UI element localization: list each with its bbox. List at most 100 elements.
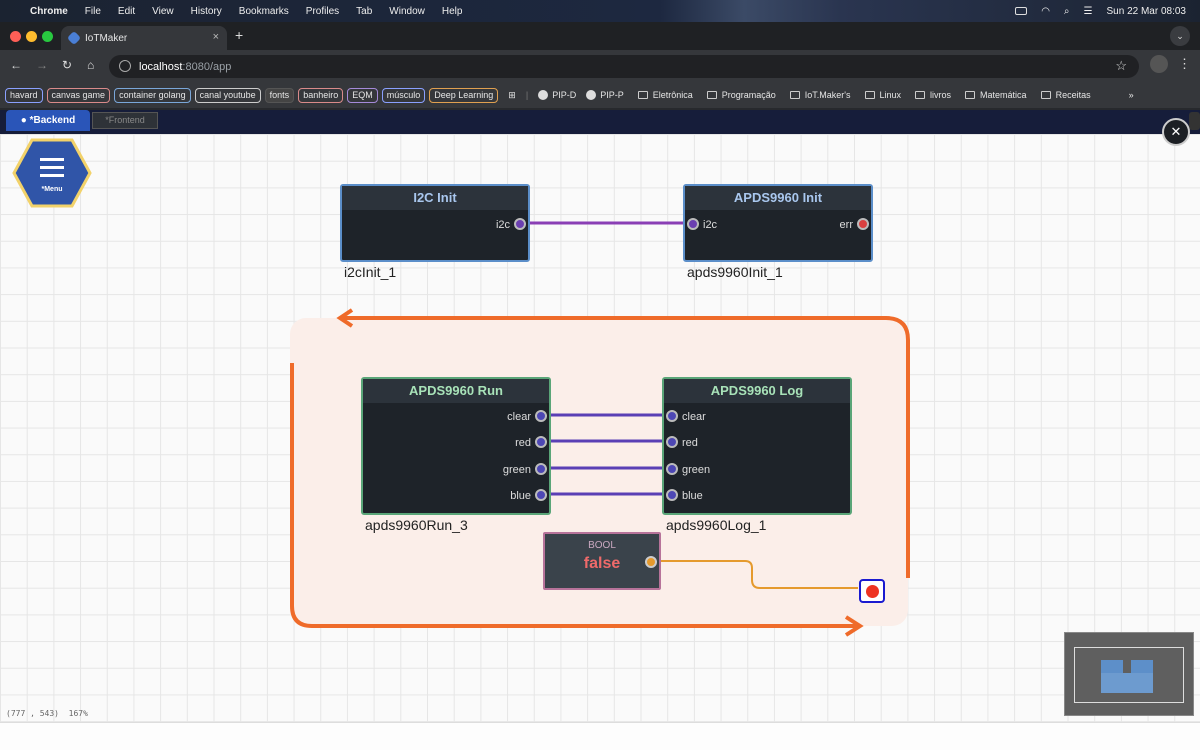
profile-avatar[interactable] bbox=[1150, 55, 1168, 73]
bookmark-folder-iotmakers[interactable]: IoT.Maker's bbox=[789, 90, 851, 100]
output-port-red[interactable] bbox=[535, 436, 547, 448]
home-button[interactable]: ⌂ bbox=[87, 58, 95, 72]
bookmark-chip-container-golang[interactable]: container golang bbox=[114, 87, 191, 103]
node-apds9960-log[interactable]: APDS9960 Log clear red green blue bbox=[662, 377, 852, 515]
input-port-blue[interactable] bbox=[666, 489, 678, 501]
back-button[interactable]: ← bbox=[10, 58, 22, 72]
bookmark-chip-fonts[interactable]: fonts bbox=[264, 87, 295, 103]
bookmark-chip-eqm[interactable]: EQM bbox=[347, 87, 378, 103]
flow-canvas[interactable] bbox=[0, 134, 1200, 724]
node-apds9960-run[interactable]: APDS9960 Run clear red green blue bbox=[361, 377, 551, 515]
bookmark-folder-receitas[interactable]: Receitas bbox=[1040, 90, 1091, 100]
apps-grid-icon[interactable]: ⊞ bbox=[508, 89, 516, 100]
browser-toolbar: ← → ↻ ⌂ localhost:8080/app ☆ ⋮ bbox=[0, 50, 1200, 82]
bookmark-chip-musculo[interactable]: músculo bbox=[381, 87, 426, 103]
tab-frontend[interactable]: *Frontend bbox=[92, 112, 158, 129]
app-tab-bar: ● *Backend *Frontend ✕ bbox=[0, 110, 1200, 146]
node-name: i2cInit_1 bbox=[344, 264, 397, 280]
bookmark-star-icon[interactable]: ☆ bbox=[1115, 58, 1127, 73]
wifi-icon[interactable]: ◠ bbox=[1041, 5, 1050, 17]
port-label: green bbox=[682, 464, 711, 476]
address-bar[interactable]: localhost:8080/app ☆ bbox=[109, 55, 1139, 78]
bookmark-pip-d-label: PIP-D bbox=[552, 90, 577, 100]
node-title: APDS9960 Init bbox=[685, 186, 871, 210]
menu-app-name[interactable]: Chrome bbox=[30, 5, 68, 17]
node-apds9960-init[interactable]: APDS9960 Init i2c err bbox=[683, 184, 873, 262]
control-center-icon[interactable]: ☰ bbox=[1083, 5, 1093, 17]
forward-button[interactable]: → bbox=[36, 58, 48, 72]
new-tab-button[interactable]: + bbox=[235, 27, 244, 43]
menu-view[interactable]: View bbox=[152, 5, 174, 17]
wire-bool[interactable] bbox=[653, 560, 858, 589]
bookmark-pip-d[interactable]: PIP-D bbox=[538, 90, 576, 100]
zoom-window-button[interactable] bbox=[42, 31, 53, 42]
menu-edit[interactable]: Edit bbox=[117, 5, 136, 17]
loop-stop-button[interactable] bbox=[859, 579, 885, 603]
site-info-icon[interactable] bbox=[119, 60, 131, 72]
tab-search-button[interactable]: ⌄ bbox=[1170, 26, 1190, 46]
output-port-green[interactable] bbox=[535, 463, 547, 475]
node-name: apds9960Log_1 bbox=[666, 517, 767, 533]
more-bookmarks-icon[interactable]: » bbox=[1128, 90, 1134, 100]
browser-tab-title: IoTMaker bbox=[85, 32, 128, 44]
folder-icon bbox=[637, 91, 648, 99]
minimize-window-button[interactable] bbox=[26, 31, 37, 42]
port-label: red bbox=[515, 437, 531, 449]
output-port-bool[interactable] bbox=[645, 556, 657, 568]
node-i2c-init[interactable]: I2C Init i2c bbox=[340, 184, 530, 262]
browser-tab[interactable]: IoTMaker × bbox=[61, 26, 227, 50]
menu-profiles[interactable]: Profiles bbox=[305, 5, 340, 17]
bookmark-chip-havard[interactable]: havard bbox=[5, 87, 43, 103]
minimap[interactable] bbox=[1064, 632, 1194, 716]
bookmark-pip-p[interactable]: PIP-P bbox=[586, 90, 624, 100]
port-label: red bbox=[682, 437, 698, 449]
clock-datetime[interactable]: Sun 22 Mar 08:03 bbox=[1106, 5, 1187, 17]
battery-icon[interactable] bbox=[1015, 7, 1028, 15]
output-port-clear[interactable] bbox=[535, 410, 547, 422]
node-title: APDS9960 Run bbox=[363, 379, 549, 403]
menu-window[interactable]: Window bbox=[389, 5, 425, 17]
close-window-button[interactable] bbox=[10, 31, 21, 42]
menu-button[interactable] bbox=[12, 138, 92, 208]
close-icon[interactable]: ✕ bbox=[1162, 118, 1190, 146]
input-port-red[interactable] bbox=[666, 436, 678, 448]
bookmark-folder-livros[interactable]: livros bbox=[915, 90, 951, 100]
side-panel-button[interactable] bbox=[1189, 112, 1200, 130]
search-icon[interactable]: ⌕ bbox=[1063, 5, 1070, 17]
chrome-menu-icon[interactable]: ⋮ bbox=[1178, 56, 1191, 71]
input-port-clear[interactable] bbox=[666, 410, 678, 422]
loop-arrowhead-left bbox=[336, 308, 354, 328]
output-port-i2c[interactable] bbox=[514, 218, 526, 230]
minimap-viewport[interactable] bbox=[1074, 647, 1184, 703]
bool-value[interactable]: false bbox=[583, 555, 621, 572]
globe-icon bbox=[538, 90, 549, 100]
input-port-green[interactable] bbox=[666, 463, 678, 475]
output-port-err[interactable] bbox=[857, 218, 869, 230]
bookmark-chip-canvas-game[interactable]: canvas game bbox=[46, 87, 111, 103]
input-port-i2c[interactable] bbox=[687, 218, 699, 230]
menu-file[interactable]: File bbox=[84, 5, 101, 17]
zoom-level: 167% bbox=[68, 709, 88, 718]
bookmark-folder-label: Linux bbox=[879, 90, 902, 100]
bookmark-chip-canal-youtube[interactable]: canal youtube bbox=[194, 87, 261, 103]
minimap-node bbox=[1101, 660, 1123, 674]
bookmark-folder-matematica[interactable]: Matemática bbox=[965, 90, 1027, 100]
bookmark-folder-linux[interactable]: Linux bbox=[864, 90, 902, 100]
port-label: blue bbox=[682, 490, 703, 502]
bookmark-chip-deep-learning[interactable]: Deep Learning bbox=[429, 87, 499, 103]
menu-history[interactable]: History bbox=[190, 5, 222, 17]
bookmark-folder-programacao[interactable]: Programação bbox=[706, 90, 776, 100]
bookmark-folder-eletronica[interactable]: Eletrônica bbox=[637, 90, 693, 100]
bookmark-chip-banheiro[interactable]: banheiro bbox=[298, 87, 344, 103]
port-label: green bbox=[502, 464, 531, 476]
node-bool[interactable]: BOOL false bbox=[543, 532, 661, 590]
reload-button[interactable]: ↻ bbox=[62, 58, 73, 72]
menu-help[interactable]: Help bbox=[441, 5, 463, 17]
menu-tab[interactable]: Tab bbox=[356, 5, 373, 17]
bookmark-pip-p-label: PIP-P bbox=[600, 90, 624, 100]
close-tab-icon[interactable]: × bbox=[212, 31, 219, 43]
menu-bookmarks[interactable]: Bookmarks bbox=[238, 5, 289, 17]
output-port-blue[interactable] bbox=[535, 489, 547, 501]
tab-backend[interactable]: ● *Backend bbox=[6, 110, 90, 131]
favicon-icon bbox=[66, 30, 82, 46]
